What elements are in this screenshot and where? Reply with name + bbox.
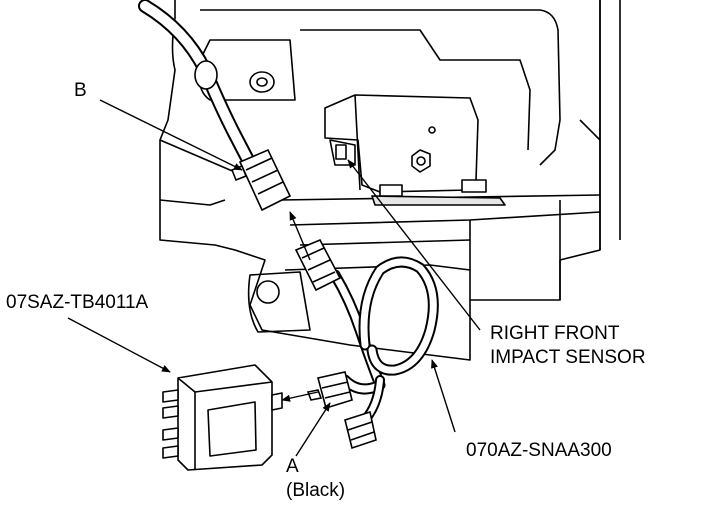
callout-a: A <box>286 456 299 477</box>
callout-tester: 07SAZ-TB4011A <box>6 292 149 313</box>
callout-a-note: (Black) <box>286 480 346 501</box>
impact-sensor <box>324 94 506 206</box>
callout-sensor-line2: IMPACT SENSOR <box>490 347 646 368</box>
callout-harness: 070AZ-SNAA300 <box>466 440 612 461</box>
harness-plug-lower <box>344 410 377 450</box>
tester-box <box>162 364 283 471</box>
plug-a <box>306 371 353 410</box>
vehicle-wire-harness <box>138 0 255 167</box>
callout-b: B <box>74 80 87 101</box>
callout-sensor-line1: RIGHT FRONT <box>490 323 620 344</box>
callout-leaders <box>67 99 481 457</box>
